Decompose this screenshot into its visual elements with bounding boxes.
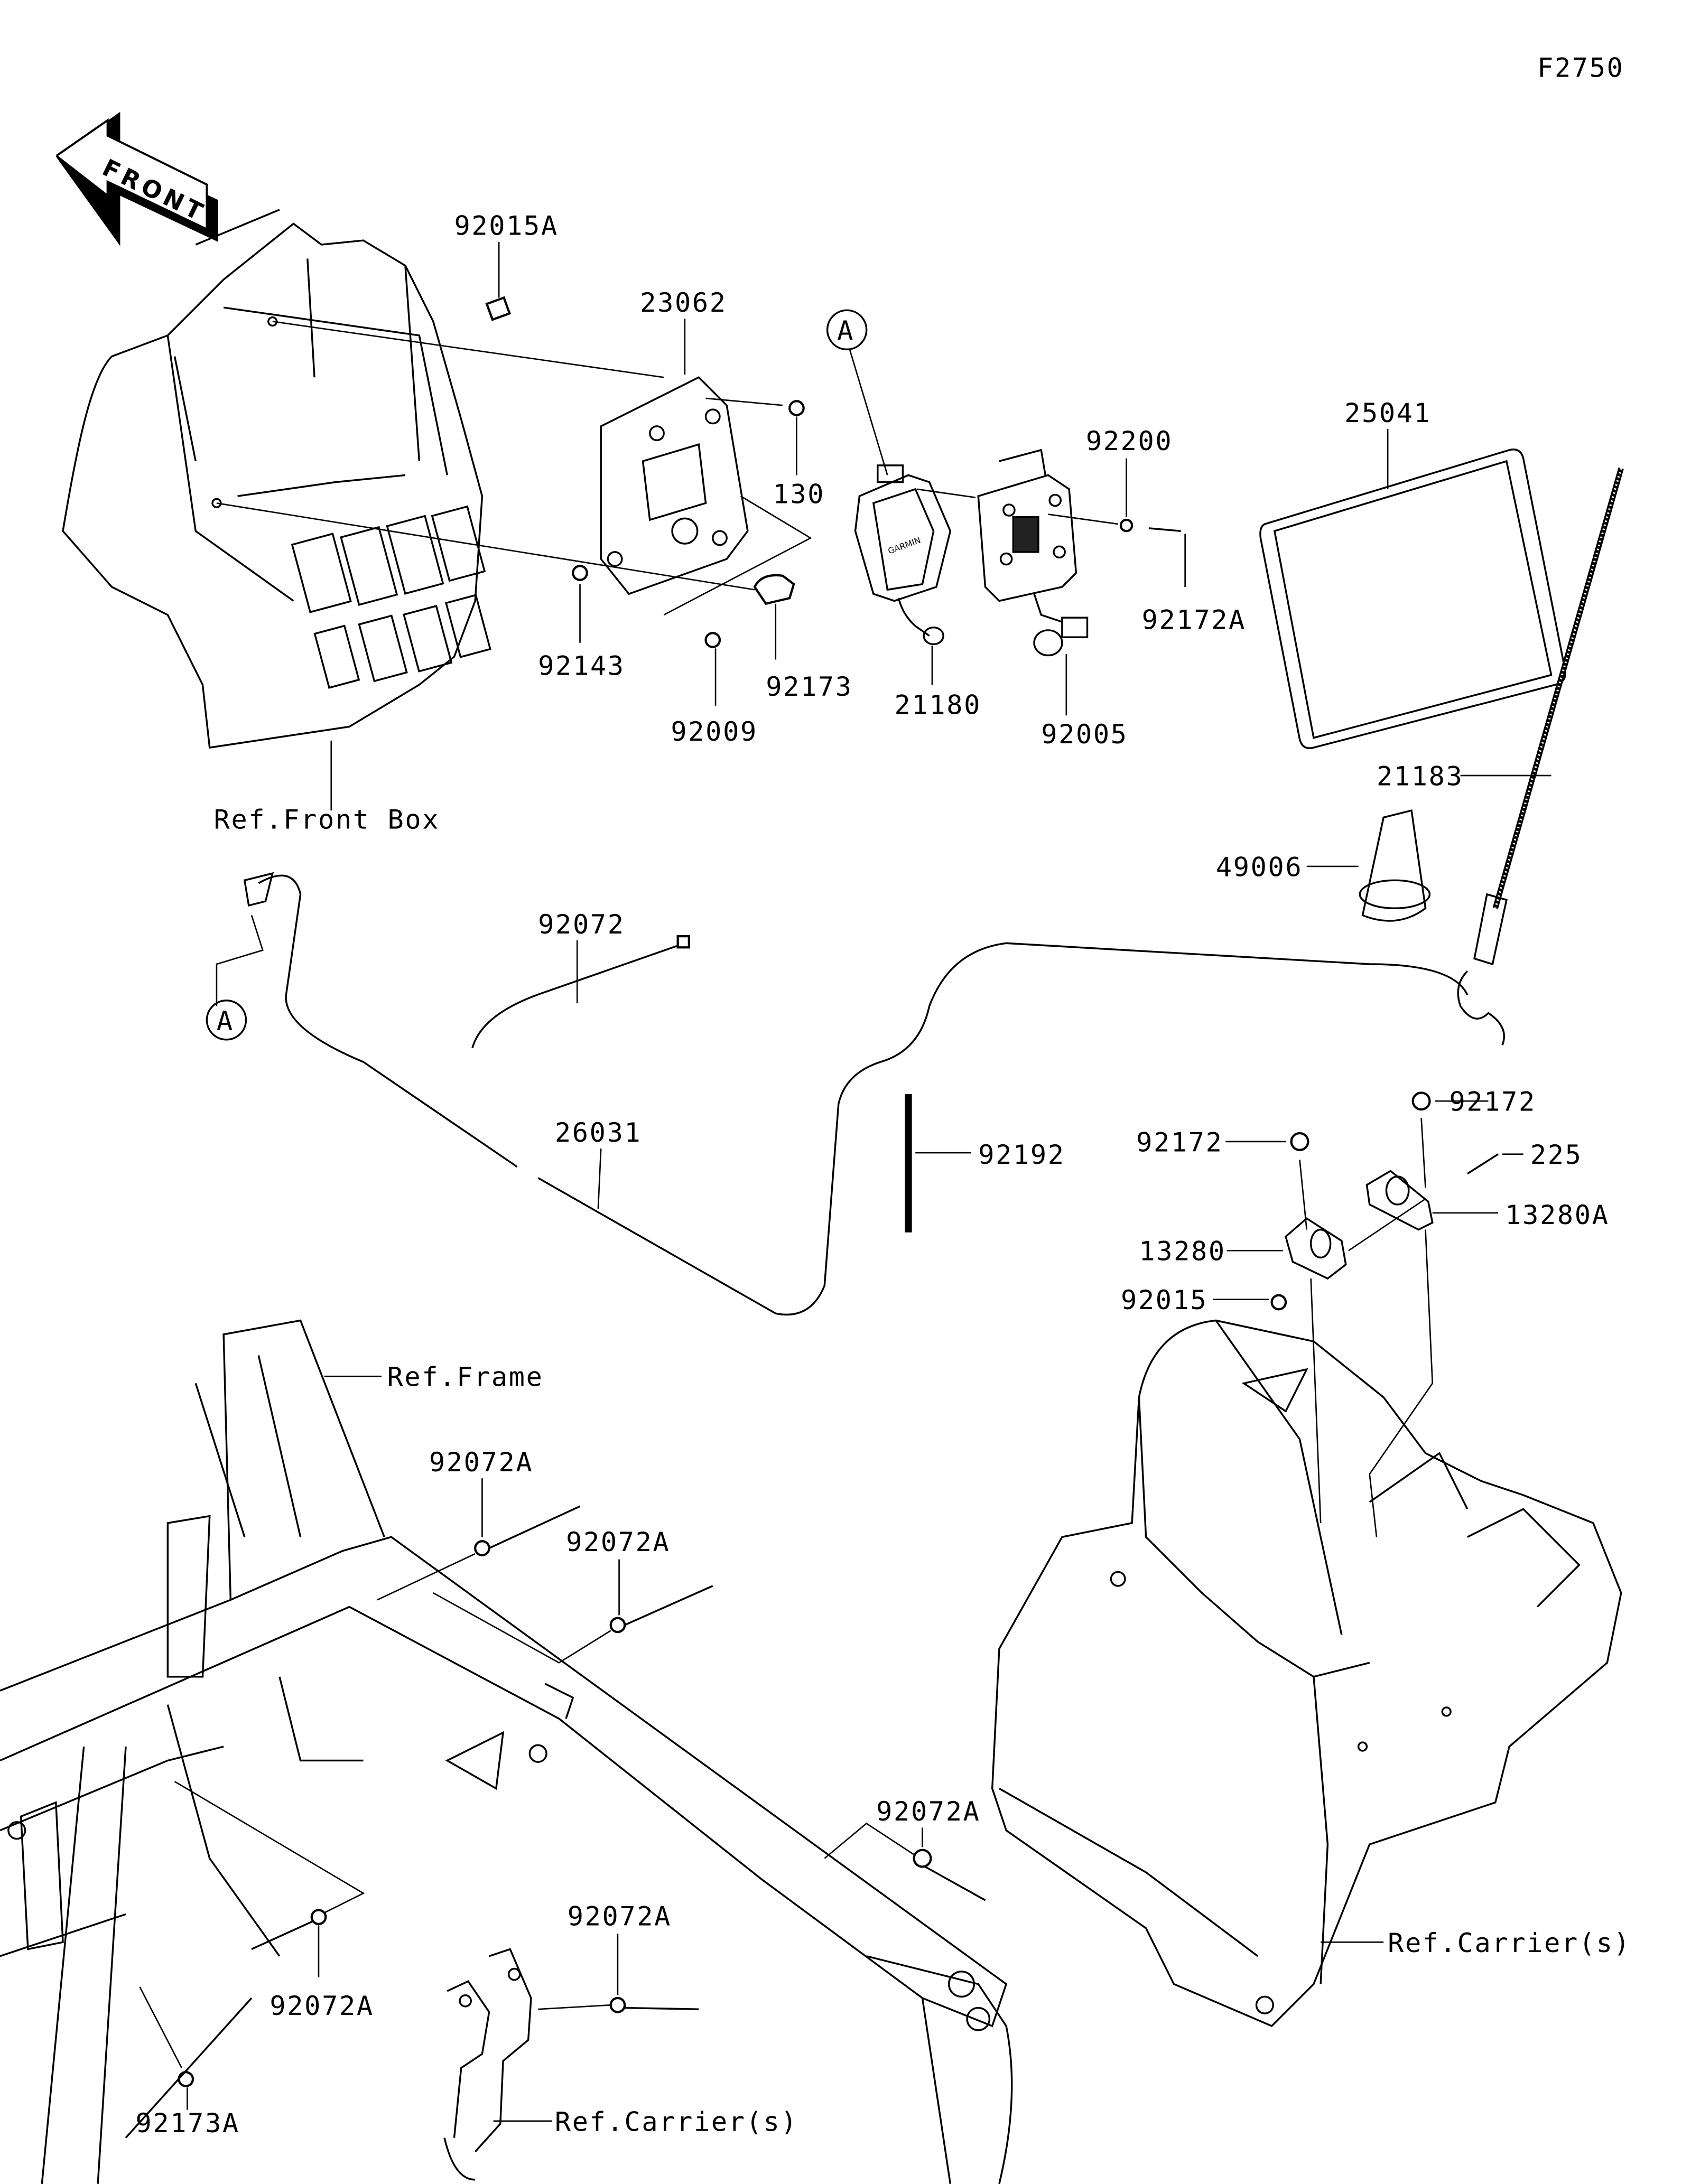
part-92072A-3 [913, 1849, 932, 1868]
label-21180: 21180 [895, 689, 981, 721]
label-92072A-1: 92072A [429, 1446, 533, 1478]
label-26031: 26031 [555, 1117, 642, 1148]
label-23062: 23062 [640, 287, 727, 318]
label-ref-carrier-right: Ref.Carrier(s) [1388, 1927, 1631, 1958]
label-92072A-3: 92072A [876, 1796, 980, 1827]
front-box-drawing [62, 209, 491, 749]
part-25041-screen-film [1259, 449, 1566, 749]
label-13280A: 13280A [1505, 1199, 1609, 1230]
part-92072A-4 [310, 1909, 327, 1925]
figure-code: F2750 [1537, 52, 1624, 83]
label-92072A-2: 92072A [566, 1526, 670, 1557]
part-225-bolt [1466, 1153, 1499, 1175]
label-ref-front-box: Ref.Front Box [214, 804, 440, 835]
label-92015: 92015 [1121, 1284, 1207, 1315]
part-92143-washer [572, 565, 588, 581]
label-92072A-4: 92072A [270, 1990, 374, 2021]
part-92173A [178, 2071, 194, 2087]
callout-a-cable [206, 1000, 247, 1041]
label-92172A: 92172A [1142, 604, 1246, 635]
label-92172-left: 92172 [1136, 1126, 1223, 1158]
label-21183: 21183 [1377, 761, 1463, 792]
label-92015A: 92015A [454, 210, 559, 241]
part-23062-bracket [600, 376, 749, 595]
part-92200-washer [1119, 518, 1133, 533]
label-92173A: 92173A [136, 2107, 240, 2139]
frame-drawing [0, 1319, 1013, 2184]
part-92009-screw [704, 632, 721, 648]
label-130: 130 [773, 478, 825, 509]
part-92072-tie [471, 942, 685, 1049]
part-92072A-5 [609, 1996, 626, 2013]
label-ref-frame: Ref.Frame [387, 1361, 544, 1393]
callout-a-top-letter: A [837, 315, 854, 346]
part-21183-antenna [1457, 467, 1624, 1046]
part-49006-boot [1359, 809, 1431, 922]
label-92009: 92009 [671, 716, 757, 747]
carrier-right-drawing [991, 1319, 1622, 2027]
label-49006: 49006 [1216, 851, 1303, 882]
label-92192: 92192 [978, 1139, 1065, 1170]
carrier-left-drawing [443, 1948, 532, 2181]
label-ref-carrier-left: Ref.Carrier(s) [555, 2106, 798, 2137]
part-92072A-2 [609, 1617, 626, 1634]
label-92005: 92005 [1041, 718, 1128, 750]
part-92005-mount [977, 449, 1089, 657]
part-92172-screw-top [1411, 1091, 1431, 1111]
part-92015-nut [1270, 1294, 1287, 1311]
part-13280-clamp [1285, 1217, 1347, 1280]
front-arrow-icon: FRONT [55, 111, 218, 246]
label-25041: 25041 [1344, 397, 1431, 428]
label-13280: 13280 [1139, 1236, 1225, 1267]
part-92172A-screw [1148, 527, 1181, 532]
label-92143: 92143 [538, 650, 625, 682]
part-92173-clamp [753, 574, 795, 605]
part-13280A-clamp [1365, 1170, 1434, 1231]
device-brand-mark: GARMIN [887, 535, 922, 556]
label-92072: 92072 [538, 909, 625, 940]
label-92173: 92173 [766, 671, 852, 702]
label-92200: 92200 [1086, 425, 1173, 456]
callout-a-cable-letter: A [217, 1005, 234, 1036]
part-92172-screw-left [1290, 1132, 1309, 1151]
label-92072A-5: 92072A [568, 1901, 672, 1932]
callout-a-top [826, 309, 868, 351]
part-92015A-nut [485, 296, 512, 321]
part-92072A-1 [474, 1540, 490, 1556]
label-225: 225 [1530, 1139, 1583, 1170]
part-130-nut [788, 400, 805, 416]
part-26031-cable [258, 874, 1469, 1316]
